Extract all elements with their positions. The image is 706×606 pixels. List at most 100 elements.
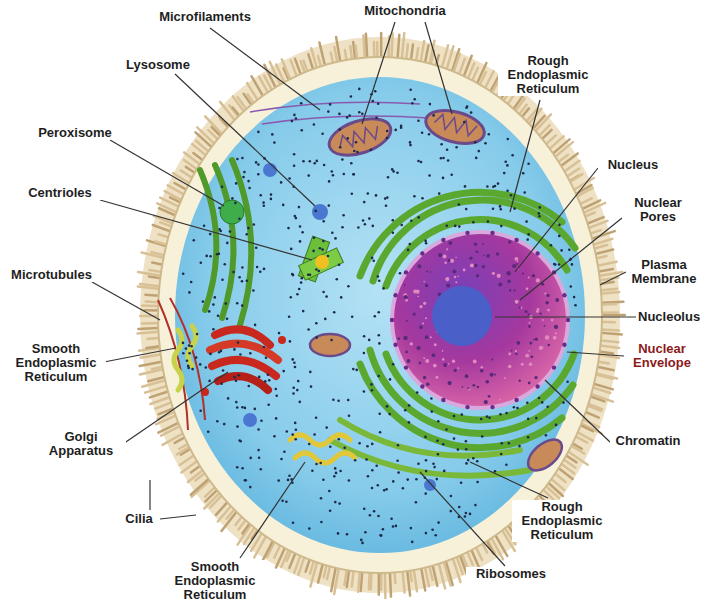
ribosome: [475, 157, 478, 160]
ribosome: [275, 417, 278, 420]
chromatin-speck: [509, 289, 511, 291]
chromatin-speck: [423, 357, 425, 359]
nuclear-pore: [514, 238, 518, 242]
chromatin-speck: [443, 255, 447, 259]
ribosome: [351, 192, 354, 195]
ribosome: [334, 501, 337, 504]
ribosome: [199, 409, 202, 412]
chromatin-speck: [517, 341, 521, 345]
ribosome: [288, 316, 291, 319]
ribosome: [193, 239, 196, 242]
ribosome: [298, 288, 301, 291]
chromatin-speck: [499, 399, 501, 401]
chromatin-speck: [539, 312, 541, 314]
ribosome: [315, 336, 318, 339]
part-label: Peroxisome: [30, 126, 120, 140]
nuclear-pore: [441, 238, 445, 242]
ribosome: [225, 302, 228, 305]
ribosome: [328, 204, 331, 207]
chromatin-speck: [526, 287, 529, 290]
ribosome: [332, 398, 335, 401]
ribosome: [352, 368, 355, 371]
ribosome: [372, 259, 375, 262]
ribosome: [411, 541, 414, 544]
ribosome: [374, 315, 377, 318]
peroxisome: [220, 200, 244, 224]
chromatin-speck: [410, 342, 413, 345]
chromatin-speck: [514, 300, 518, 304]
ribosome: [263, 205, 266, 208]
chromatin-speck: [403, 336, 407, 340]
ribosome: [385, 204, 388, 207]
ribosome: [437, 420, 440, 423]
chromatin-speck: [457, 367, 459, 369]
ribosome: [301, 231, 304, 234]
ribosome: [367, 192, 370, 195]
ribosome: [248, 187, 251, 190]
chromatin-speck: [544, 292, 546, 294]
ribosome: [337, 399, 340, 402]
part-label: Microfilaments: [150, 10, 260, 24]
ribosome: [186, 360, 189, 363]
ribosome: [415, 501, 418, 504]
chromatin-speck: [454, 369, 457, 372]
ribosome: [442, 443, 445, 446]
ribosome: [273, 141, 276, 144]
chromatin-speck: [477, 386, 480, 389]
chromatin-speck: [483, 255, 485, 257]
ribosome: [397, 444, 400, 447]
ribosome: [573, 296, 576, 299]
ribosome: [378, 342, 381, 345]
ribosome: [242, 176, 245, 179]
ribosome: [438, 192, 441, 195]
ribosome: [307, 328, 310, 331]
ribosome: [527, 418, 530, 421]
nuclear-pore: [404, 270, 408, 274]
chromatin-speck: [494, 373, 496, 375]
chromatin-speck: [470, 264, 474, 268]
part-label: Nuclear Pores: [622, 196, 694, 224]
ribosome: [363, 390, 366, 393]
ribosome: [341, 158, 344, 161]
ribosome: [348, 114, 351, 117]
ribosome: [332, 174, 335, 177]
ribosome: [234, 202, 237, 205]
ribosome: [313, 237, 316, 240]
ribosome: [257, 428, 260, 431]
ribosome: [469, 513, 472, 516]
ribosome: [371, 389, 374, 392]
ribosome: [562, 401, 565, 404]
ribosome: [275, 395, 278, 398]
ribosome: [292, 274, 295, 277]
chromatin-speck: [468, 387, 471, 390]
ribosome: [407, 249, 410, 252]
ribosome: [370, 383, 373, 386]
ribosome: [352, 173, 355, 176]
ribosome: [244, 479, 247, 482]
ribosome: [417, 120, 420, 123]
ribosome: [386, 196, 389, 199]
chromatin-speck: [539, 346, 543, 350]
ribosome: [297, 380, 300, 383]
chromatin-speck: [485, 380, 489, 384]
ribosome: [315, 463, 318, 466]
ribosome: [237, 341, 240, 344]
ribosome: [486, 415, 489, 418]
ribosome: [315, 268, 318, 271]
smooth-er: [174, 326, 196, 390]
lysosome: [424, 479, 436, 491]
chromatin-speck: [432, 353, 436, 357]
chromatin-speck: [419, 325, 423, 329]
ribosome: [190, 345, 193, 348]
ribosome: [526, 401, 529, 404]
ribosome: [241, 266, 244, 269]
ribosome: [558, 235, 561, 238]
ribosome: [522, 172, 525, 175]
chromatin-speck: [474, 242, 478, 246]
ribosome: [433, 466, 436, 469]
ribosome: [392, 480, 395, 483]
chromatin-speck: [419, 362, 422, 365]
ribosome: [570, 285, 573, 288]
ribosome: [238, 374, 241, 377]
ribosome: [280, 458, 283, 461]
